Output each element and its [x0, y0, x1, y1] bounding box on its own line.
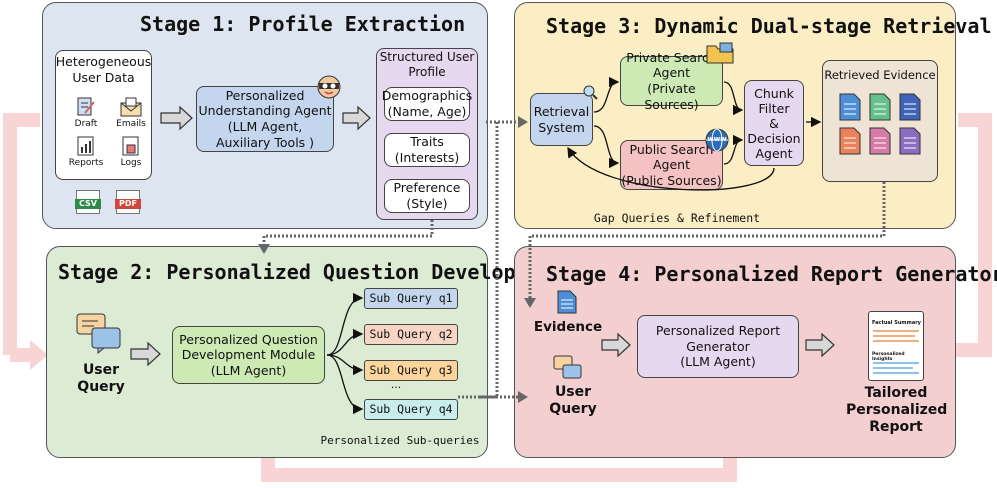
globe-www-icon: [705, 128, 729, 152]
tailored-report-label: Tailored Personalized Report: [846, 385, 948, 435]
user-query-chat-icon: [76, 313, 121, 354]
report-generator-box: Personalized Report Generator (LLM Agent…: [637, 315, 799, 378]
understanding-agent-box: Personalized Understanding Agent (LLM Ag…: [196, 86, 334, 152]
source-label-emails: Emails: [116, 119, 146, 129]
sub-query-q2: Sub Query q2: [364, 324, 458, 345]
source-label-reports: Reports: [68, 158, 104, 168]
connector-s2-s3: [458, 122, 499, 399]
retrieved-evidence-box: [822, 60, 938, 182]
draft-icon: [77, 97, 95, 116]
stage4-user-query-label: User Query: [549, 384, 597, 417]
agent-avatar-icon: [317, 75, 341, 99]
private-folder-icon: [706, 42, 734, 64]
gap-queries-caption: Gap Queries & Refinement: [593, 211, 761, 225]
report-line: [873, 367, 913, 369]
csv-file-icon: CSV: [75, 190, 101, 214]
log-icon: [122, 136, 139, 156]
private-search-agent-box: Private Search Agent (Private Sources): [620, 50, 723, 112]
csv-badge: CSV: [75, 199, 101, 209]
stage3-title: Stage 3: Dynamic Dual-stage Retrieval: [546, 14, 992, 38]
www-badge: www: [707, 135, 727, 143]
source-label-draft: Draft: [74, 119, 98, 129]
report-document: Factual Summary Personalized Insights: [868, 311, 924, 381]
report-line: [873, 330, 919, 332]
connector-s1-s2: [262, 220, 434, 248]
stage4-evidence-label: Evidence: [533, 319, 603, 335]
personalized-subqueries-caption: Personalized Sub-queries: [320, 434, 480, 447]
email-icon: [120, 97, 142, 117]
sub-query-q3: Sub Query q3: [364, 360, 458, 381]
evidence-doc-icon: [557, 290, 577, 314]
stage2-title: Stage 2: Personalized Question Developme…: [58, 260, 564, 284]
report-line: [873, 372, 919, 374]
profile-item-demographics: Demographics (Name, Age): [381, 87, 473, 121]
report-line: [873, 335, 915, 337]
retrieved-evidence-title: Retrieved Evidence: [824, 68, 936, 82]
connector-s3-s4: [528, 182, 886, 300]
evidence-documents-icons: [839, 93, 921, 155]
profile-item-preference: Preference (Style): [384, 179, 470, 213]
pdf-file-icon: PDF: [115, 190, 141, 214]
stage4-user-query-icon: [553, 355, 582, 379]
heterogeneous-data-title: Heterogeneous User Data: [55, 54, 152, 86]
profile-item-traits: Traits (Interests): [384, 133, 470, 167]
magnifier-icon: [583, 85, 598, 100]
pdf-badge: PDF: [115, 199, 141, 209]
stage2-user-query-label: User Query: [77, 362, 125, 395]
stage1-title: Stage 1: Profile Extraction: [140, 12, 466, 36]
report-line: [873, 340, 919, 342]
chunk-filter-decision-agent: Chunk Filter & Decision Agent: [744, 80, 804, 166]
retrieval-system-box: Retrieval System: [530, 93, 593, 146]
sub-query-ellipsis: ...: [390, 378, 402, 391]
stage4-title: Stage 4: Personalized Report Generator: [546, 262, 997, 286]
public-search-agent-box: Public Search Agent (Public Sources): [620, 140, 723, 190]
question-development-module: Personalized Question Development Module…: [172, 326, 325, 384]
structured-profile-title: Structured User Profile: [379, 50, 475, 79]
source-label-logs: Logs: [120, 158, 142, 168]
sub-query-q1: Sub Query q1: [364, 288, 458, 309]
report-personalized-insights: Personalized Insights: [872, 352, 905, 362]
report-icon: [77, 136, 94, 156]
report-factual-summary: Factual Summary: [872, 320, 921, 326]
report-line: [873, 362, 919, 364]
sub-query-q4: Sub Query q4: [364, 399, 458, 420]
